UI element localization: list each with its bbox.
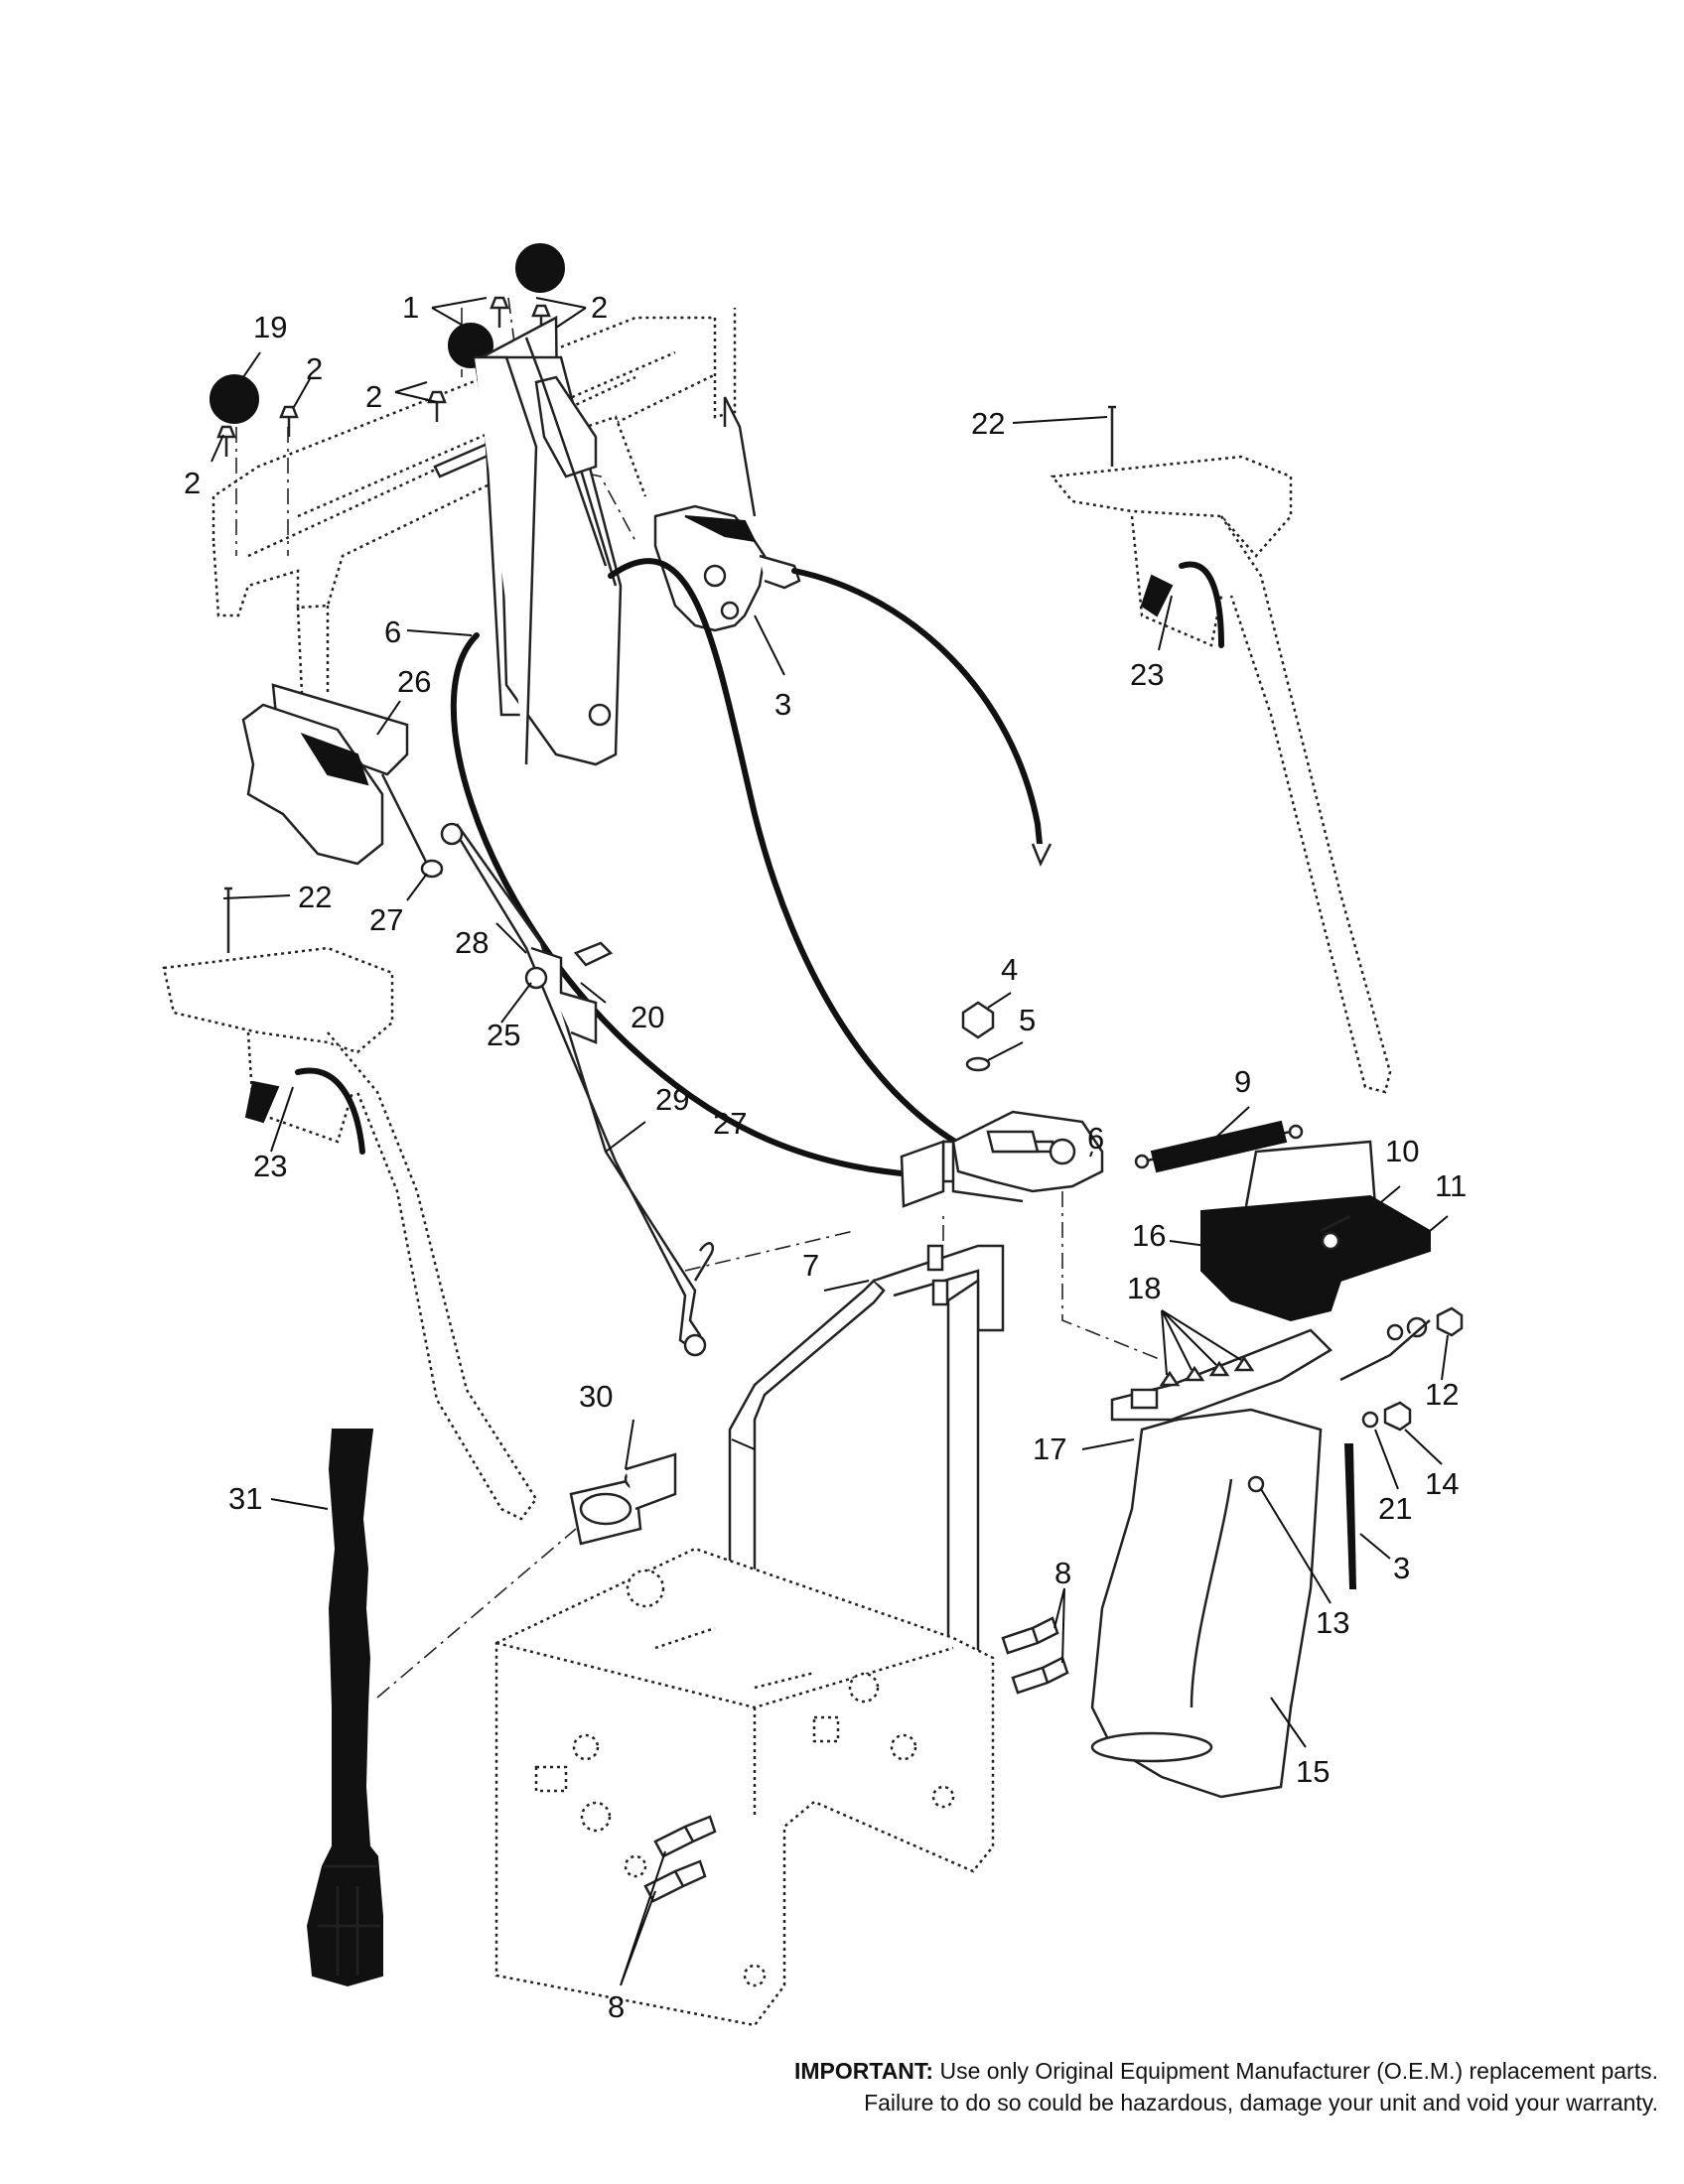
callout-20: 20 (631, 1000, 664, 1034)
notice-text-1: Use only Original Equipment Manufacturer… (939, 2058, 1658, 2084)
callout-31: 31 (228, 1481, 262, 1516)
callout-2: 2 (306, 351, 323, 386)
callout-17: 17 (1033, 1432, 1066, 1466)
knob-1a (515, 243, 565, 293)
cable-6b (450, 632, 946, 1179)
callout-8: 8 (1054, 1556, 1071, 1590)
discharge-chute (1090, 1328, 1333, 1799)
callout-22: 22 (298, 880, 332, 914)
callout-2: 2 (184, 466, 201, 500)
callout-29: 29 (655, 1082, 689, 1117)
callout-6: 6 (384, 614, 401, 649)
callout-15: 15 (1296, 1754, 1330, 1789)
frame-housing (494, 1547, 995, 2027)
callout-3: 3 (774, 687, 791, 722)
notice-line-2: Failure to do so could be hazardous, dam… (864, 2090, 1658, 2116)
cable-6 (608, 558, 976, 1155)
callout-18: 18 (1127, 1271, 1161, 1305)
notice-line-1: IMPORTANT: Use only Original Equipment M… (556, 2055, 1658, 2087)
callout-19: 19 (253, 310, 287, 344)
callout-3: 3 (1393, 1551, 1410, 1585)
callout-1: 1 (402, 290, 419, 325)
callout-numbers: 1 2 2 2 2 19 22 23 6 26 3 22 27 28 25 20… (184, 290, 1467, 2024)
callout-4: 4 (1001, 952, 1018, 987)
callout-23: 23 (1130, 657, 1164, 692)
shift-lever-26 (241, 683, 444, 879)
callout-21: 21 (1378, 1491, 1412, 1526)
callout-12: 12 (1425, 1377, 1459, 1412)
callout-30: 30 (579, 1379, 613, 1414)
callout-2: 2 (591, 290, 608, 325)
callout-9: 9 (1234, 1064, 1251, 1099)
callout-10: 10 (1385, 1134, 1419, 1168)
callout-2: 2 (365, 379, 382, 414)
callout-25: 25 (487, 1018, 520, 1052)
cable-3 (791, 568, 1044, 857)
control-lever-3 (653, 396, 801, 632)
spring-9 (1134, 1120, 1304, 1173)
chute-control-6 (473, 315, 623, 766)
callout-6: 6 (1087, 1121, 1104, 1156)
important-notice: IMPORTANT: Use only Original Equipment M… (556, 2055, 1658, 2118)
callout-8: 8 (608, 1989, 625, 2024)
shave-plate-31 (306, 1429, 383, 1987)
chute-deflector (1200, 1140, 1431, 1322)
notice-label: IMPORTANT: (793, 2058, 934, 2084)
hardware-right (1247, 1306, 1464, 1589)
upper-handle-panel (211, 308, 737, 716)
callout-23: 23 (253, 1149, 287, 1183)
callout-26: 26 (397, 664, 431, 699)
leader-lines (210, 297, 1449, 1986)
callout-16: 16 (1132, 1218, 1166, 1253)
callout-5: 5 (1019, 1003, 1036, 1037)
callout-14: 14 (1425, 1466, 1459, 1501)
bolts-8 (643, 1616, 1069, 1903)
clamp-30 (569, 1452, 677, 1546)
knob-19 (210, 374, 259, 424)
washer-5 (965, 1056, 991, 1072)
chute-bracket-6 (900, 1110, 1104, 1208)
callout-22: 22 (971, 406, 1005, 441)
right-handle-panel (1050, 405, 1392, 1094)
shift-rods (440, 822, 715, 1357)
left-handle-panel (162, 887, 538, 1521)
rivets-18 (1159, 1355, 1255, 1387)
nut-4 (961, 1001, 995, 1039)
callout-27: 27 (713, 1106, 747, 1141)
callout-7: 7 (802, 1248, 819, 1283)
callout-13: 13 (1316, 1605, 1349, 1640)
callout-28: 28 (455, 925, 489, 960)
callout-27: 27 (369, 902, 403, 937)
callout-11: 11 (1435, 1168, 1467, 1203)
